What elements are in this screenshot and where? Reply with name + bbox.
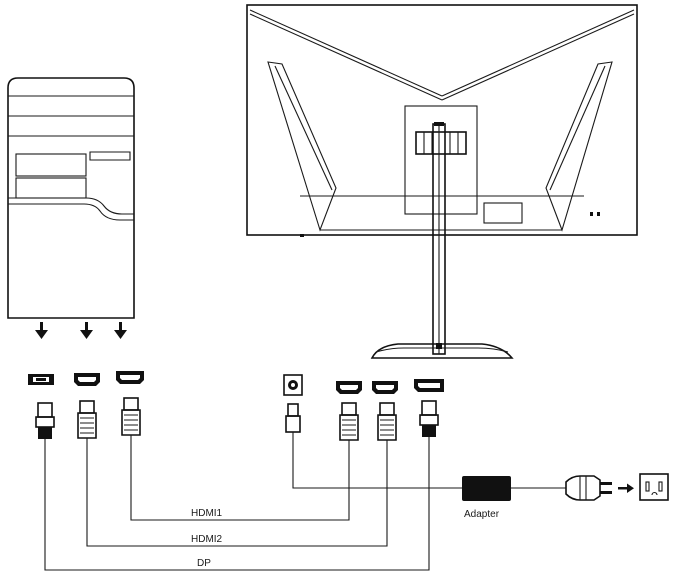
- power-plug-icon: [565, 475, 612, 501]
- vesa-mount: [415, 131, 467, 155]
- arrow-right-icon: [618, 483, 634, 493]
- hdmi1-cable: [130, 442, 350, 521]
- arrow-down-icon: [80, 322, 93, 339]
- hdmi2-cable: [86, 445, 388, 547]
- dc-in-port-icon: [283, 374, 303, 396]
- dp-label: DP: [197, 558, 211, 569]
- hdmi-plug-icon: [121, 397, 141, 442]
- arrow-down-icon: [35, 322, 48, 339]
- monitor-back-icon: [246, 4, 638, 359]
- displayport-port-icon: [414, 379, 444, 392]
- hdmi-port-icon: [372, 381, 398, 394]
- hdmi-port-icon: [116, 371, 144, 384]
- hdmi2-label: HDMI2: [191, 534, 223, 545]
- dc-plug-icon: [285, 403, 301, 440]
- displayport-plug-icon: [419, 400, 439, 445]
- hdmi-port-icon: [336, 381, 362, 394]
- hdmi-plug-icon: [377, 402, 397, 447]
- hdmi-plug-icon: [339, 402, 359, 447]
- displayport-plug-icon: [35, 402, 55, 445]
- hdmi1-label: HDMI1: [191, 508, 223, 519]
- hdmi-port-icon: [74, 373, 100, 386]
- dp-cable: [44, 445, 430, 571]
- adapter-label: Adapter: [464, 509, 500, 520]
- displayport-port-icon: [28, 374, 54, 385]
- power-adapter-icon: [462, 476, 511, 501]
- hdmi-plug-icon: [77, 400, 97, 445]
- pc-tower-icon: [7, 77, 135, 319]
- arrow-down-icon: [114, 322, 127, 339]
- wall-outlet-icon: [639, 473, 669, 501]
- power-cable: [292, 440, 462, 489]
